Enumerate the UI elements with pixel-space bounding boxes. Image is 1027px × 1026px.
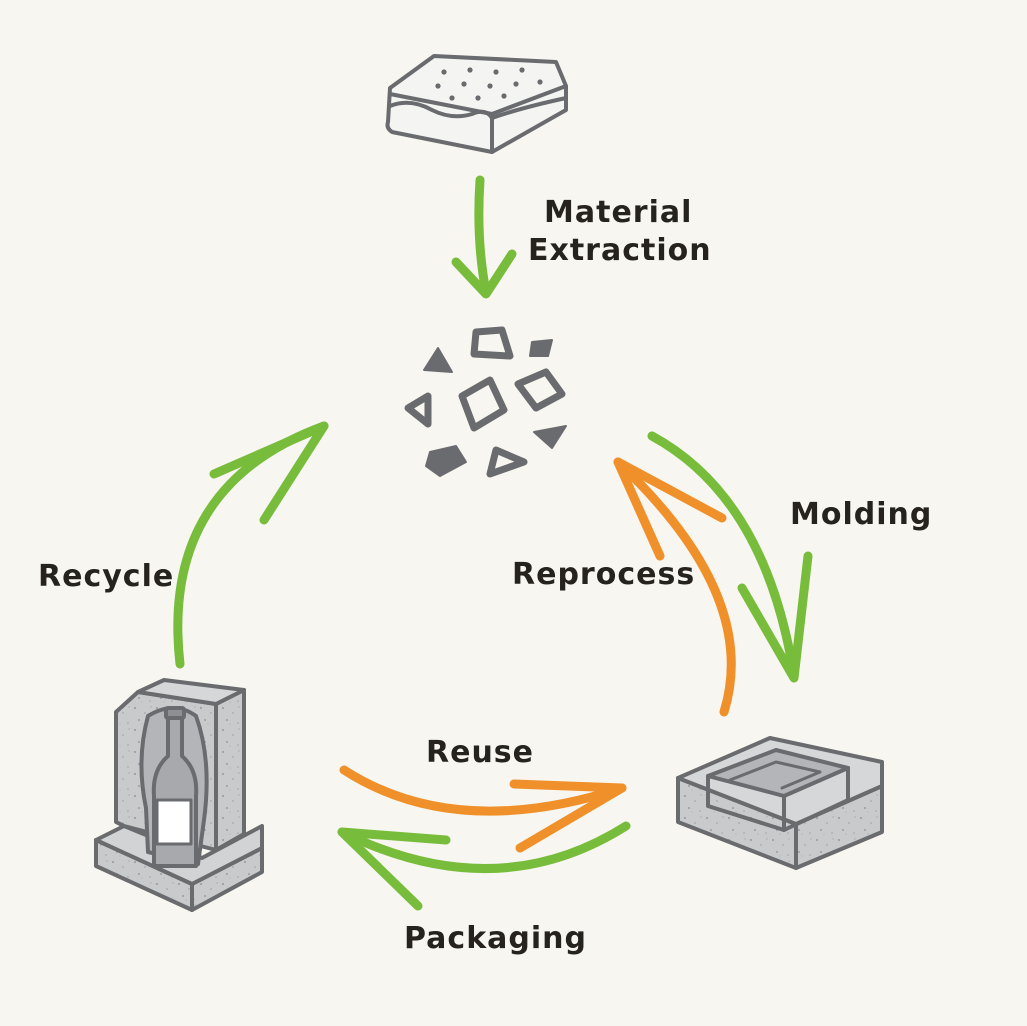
label-recycle: Recycle <box>38 559 175 594</box>
arrow-molding <box>647 431 813 683</box>
label-reprocess: Reprocess <box>512 557 696 592</box>
label-material-extraction-line2: Extraction <box>528 233 712 268</box>
arrow-reuse <box>339 765 627 853</box>
arrow-material-extraction <box>451 175 517 299</box>
bottle-packaging-icon <box>94 678 264 912</box>
label-packaging: Packaging <box>404 921 587 956</box>
molded-tray-icon <box>676 736 884 870</box>
label-reuse: Reuse <box>426 735 535 770</box>
granules-icon <box>404 326 567 478</box>
bottle-icon <box>151 706 199 868</box>
label-material-extraction: Material Extraction <box>528 194 712 270</box>
label-molding: Molding <box>790 497 933 532</box>
label-material-extraction-line1: Material <box>544 195 693 230</box>
arrow-recycle <box>173 421 329 669</box>
arrow-packaging <box>337 821 631 911</box>
foam-sheet-icon <box>385 54 568 154</box>
arrow-reprocess <box>613 457 736 717</box>
